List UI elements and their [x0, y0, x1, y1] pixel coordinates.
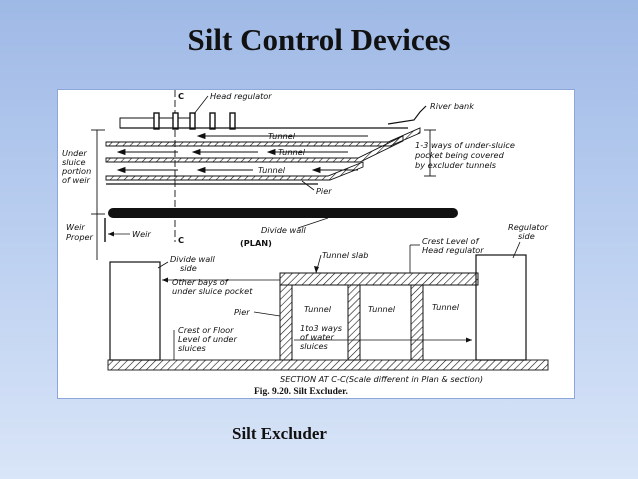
section-mark-bottom: C: [178, 235, 184, 245]
pocket-note-line-2: pocket being covered: [414, 150, 505, 160]
tunnel-wall-3: [105, 161, 364, 181]
head-regulator-gates: [153, 112, 236, 130]
section-pier-1: [279, 284, 293, 361]
silt-excluder-figure: C C Head regulator River bank: [58, 90, 574, 398]
river-bank-line: [387, 105, 427, 125]
weir-label: Weir: [132, 229, 151, 239]
pocket-note-line-3: by excluder tunnels: [415, 160, 497, 170]
pocket-note-line-1: 1-3 ways of under-sluice: [415, 140, 515, 150]
crest-head-reg-line-2: Head regulator: [422, 245, 484, 255]
section-tunnel-label-b: Tunnel: [368, 304, 396, 314]
ways-note-line-3: sluices: [300, 341, 329, 351]
section-mark-top: C: [178, 91, 184, 101]
other-bays-line-1: Other bays of: [172, 277, 229, 287]
ways-note-line-1: 1to3 ways: [300, 323, 343, 333]
under-sluice-line-4: of weir: [62, 175, 91, 185]
tunnel-slab: [279, 272, 479, 286]
river-bank-label: River bank: [430, 101, 475, 111]
crest-floor-line-3: sluices: [178, 343, 207, 353]
plan-pier-label: Pier: [316, 186, 332, 196]
under-sluice-line-3: portion: [61, 166, 91, 176]
tunnel-slab-label: Tunnel slab: [322, 250, 368, 260]
silt-excluder-drawing: C C Head regulator River bank: [61, 90, 549, 397]
divide-wall: [108, 208, 458, 218]
section-title: SECTION AT C-C(Scale different in Plan &…: [280, 374, 483, 384]
divide-wall-side-block: [109, 261, 161, 361]
crest-floor-line-2: Level of under: [178, 334, 237, 344]
under-sluice-line-1: Under: [62, 148, 87, 158]
ways-note-line-2: of water: [300, 332, 334, 342]
section-tunnel-label-a: Tunnel: [304, 304, 332, 314]
regulator-side-block: [475, 254, 527, 361]
weir-proper-line-2: Proper: [66, 232, 94, 242]
figure-caption: Fig. 9.20. Silt Excluder.: [254, 387, 348, 397]
regulator-side-line-1: Regulator: [508, 222, 549, 232]
other-bays-line-2: under sluice pocket: [172, 286, 253, 296]
divide-wall-side-line-2: side: [180, 263, 197, 273]
section-pier-label: Pier: [234, 307, 250, 317]
crest-floor-line-1: Crest or Floor: [178, 325, 234, 335]
head-regulator-label: Head regulator: [210, 91, 272, 101]
section-pier-2: [347, 284, 361, 361]
section-pier-3: [410, 284, 424, 361]
regulator-side-line-2: side: [518, 231, 535, 241]
under-sluice-line-2: sluice: [62, 157, 86, 167]
plan-tunnel-label-2: Tunnel: [278, 147, 306, 157]
plan-label: (PLAN): [240, 238, 272, 248]
tunnel-wall-2: [105, 135, 404, 163]
plan-tunnel-label-3: Tunnel: [258, 165, 286, 175]
tunnel-wall-1: [105, 127, 421, 147]
slide-caption: Silt Excluder: [232, 424, 327, 443]
crest-head-reg-line-1: Crest Level of: [422, 236, 480, 246]
divide-wall-label: Divide wall: [261, 225, 307, 235]
plan-tunnel-label-1: Tunnel: [268, 131, 296, 141]
weir-proper-line-1: Weir: [66, 222, 85, 232]
flow-arrows: [116, 132, 368, 174]
divide-wall-side-line-1: Divide wall: [170, 254, 216, 264]
section-floor: [107, 359, 549, 371]
slide-title: Silt Control Devices: [187, 22, 451, 57]
section-tunnel-label-c: Tunnel: [432, 302, 460, 312]
